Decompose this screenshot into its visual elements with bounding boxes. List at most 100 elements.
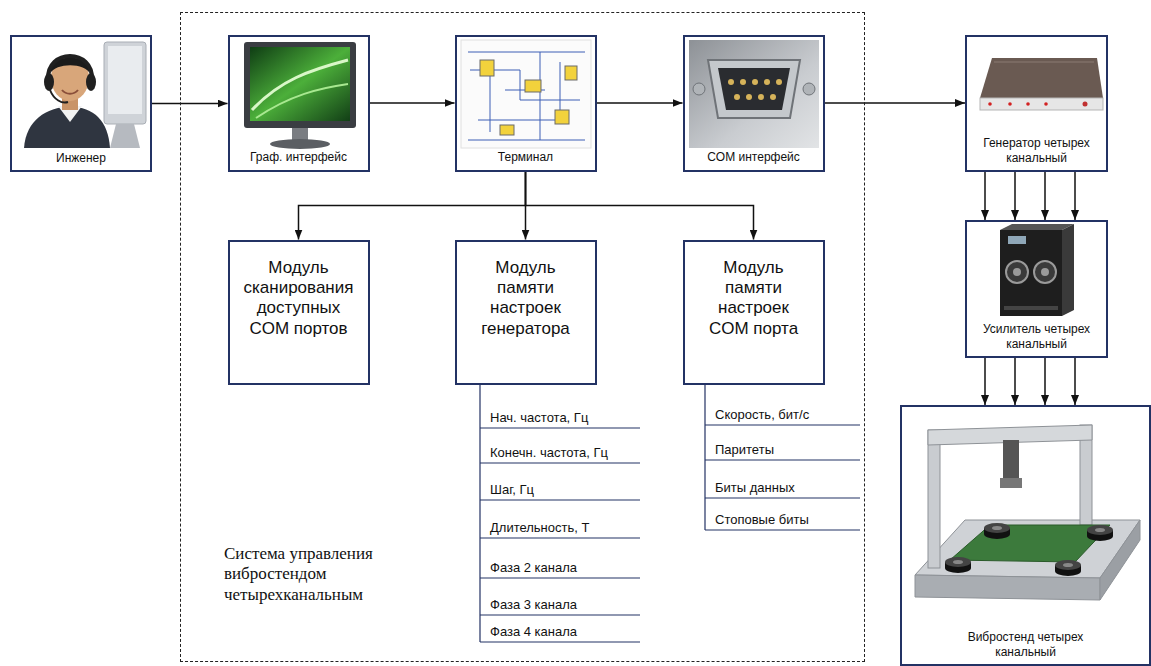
node-label: Модуль памяти настроек генератора bbox=[469, 258, 583, 340]
setting-item: Стоповые биты bbox=[715, 512, 809, 527]
connector-pin bbox=[764, 79, 770, 85]
amplifier-fan bbox=[1006, 261, 1028, 283]
setting-name: Шаг, Гц bbox=[490, 482, 534, 497]
generator-edge bbox=[994, 62, 1094, 63]
com-connector-picture bbox=[689, 40, 819, 148]
setting-item: Фаза 4 канала bbox=[490, 624, 577, 639]
setting-name: Фаза 3 канала bbox=[490, 597, 577, 612]
amplifier-fan bbox=[1034, 261, 1056, 283]
engineer-body bbox=[24, 106, 110, 148]
node-label: Модуль памяти настроек COM порта bbox=[697, 258, 811, 340]
setting-name: Нач. частота, Гц bbox=[490, 410, 588, 425]
setting-name: Скорость, бит/с bbox=[715, 407, 809, 422]
module-box: Модуль памяти настроек генератора bbox=[455, 240, 597, 385]
region-title: Система управления вибростендом четырехк… bbox=[224, 544, 399, 605]
schematic-wires bbox=[468, 52, 585, 140]
amplifier-picture bbox=[1000, 224, 1074, 316]
spindle-head bbox=[1000, 478, 1022, 488]
generator-led bbox=[1026, 102, 1030, 106]
node-label: Инженер bbox=[56, 151, 106, 165]
monitor-screen bbox=[250, 47, 350, 121]
monitor-neck bbox=[292, 128, 308, 140]
generator-picture bbox=[980, 58, 1103, 110]
arrow-connector bbox=[1074, 358, 1076, 405]
schematic-block bbox=[525, 80, 541, 92]
connector-pin bbox=[728, 79, 734, 85]
arrow-connector bbox=[152, 103, 228, 105]
setting-item: Нач. частота, Гц bbox=[490, 410, 588, 425]
amplifier-front bbox=[1000, 230, 1062, 316]
monitor-frame bbox=[244, 42, 356, 128]
engineer-photo bbox=[14, 39, 148, 149]
amplifier-vent bbox=[1004, 306, 1058, 310]
monitor-panel bbox=[108, 46, 142, 114]
arrow-connector bbox=[370, 102, 455, 104]
monitor-base bbox=[270, 139, 330, 149]
headphone-band bbox=[48, 56, 92, 80]
arrow-connector bbox=[526, 172, 754, 240]
monitor-stand bbox=[110, 124, 140, 148]
gantry-post bbox=[928, 430, 940, 568]
module-box: Модуль сканирования доступных COM портов bbox=[228, 240, 370, 385]
interface-box: Граф. интерфейс bbox=[228, 35, 370, 172]
setting-item: Биты данных bbox=[715, 480, 795, 495]
settings-list-lines bbox=[480, 385, 860, 642]
screen-swoosh bbox=[256, 84, 348, 118]
arrow-connector bbox=[597, 102, 683, 104]
headphone-cup bbox=[86, 73, 96, 91]
schematic-block bbox=[480, 60, 494, 76]
setting-item: Скорость, бит/с bbox=[715, 407, 809, 422]
screen-swoosh bbox=[252, 60, 348, 110]
node-label: Усилитель четырех канальный bbox=[972, 322, 1102, 351]
node-label: Модуль сканирования доступных COM портов bbox=[242, 258, 356, 340]
spindle bbox=[1003, 440, 1019, 480]
arrow-connector bbox=[984, 172, 986, 220]
connector-shell bbox=[708, 60, 800, 118]
setting-name: Биты данных bbox=[715, 480, 795, 495]
schematic-block bbox=[500, 125, 514, 135]
generator-settings-tree bbox=[480, 385, 640, 642]
setting-item: Паритеты bbox=[715, 442, 774, 457]
arrow-connector bbox=[1014, 358, 1016, 405]
connector-pin bbox=[752, 79, 758, 85]
connector-socket bbox=[718, 68, 790, 110]
node-label: Генератор четырех канальный bbox=[972, 136, 1102, 165]
generator-front bbox=[980, 98, 1103, 110]
connector-pin bbox=[776, 79, 782, 85]
setting-item: Фаза 3 канала bbox=[490, 597, 577, 612]
generator-led bbox=[1008, 102, 1012, 106]
amplifier-side bbox=[1062, 224, 1074, 316]
port-box: COM интерфейс bbox=[683, 35, 825, 172]
module-box: Модуль памяти настроек COM порта bbox=[683, 240, 825, 385]
fan-hub bbox=[1041, 268, 1049, 276]
arrow-connector bbox=[825, 102, 966, 104]
device-box: Усилитель четырех канальный bbox=[965, 220, 1108, 358]
setting-item: Фаза 2 канала bbox=[490, 560, 577, 575]
connector-pin bbox=[734, 94, 740, 100]
engineer-smile bbox=[62, 90, 78, 94]
monitor-picture bbox=[244, 42, 356, 149]
headphone-cup bbox=[44, 73, 54, 91]
monitor-back bbox=[104, 42, 146, 124]
node-label: COM интерфейс bbox=[707, 150, 800, 164]
schematic-block bbox=[555, 110, 569, 124]
fan-hub bbox=[1013, 268, 1021, 276]
device-box: Генератор четырех канальный bbox=[965, 35, 1108, 172]
generator-top bbox=[980, 58, 1103, 98]
photo-ground bbox=[14, 39, 148, 149]
connectors bbox=[152, 103, 1075, 405]
setting-name: Паритеты bbox=[715, 442, 774, 457]
node-label: Граф. интерфейс bbox=[250, 150, 347, 164]
setting-name: Стоповые биты bbox=[715, 512, 809, 527]
generator-led bbox=[1044, 102, 1048, 106]
connector-pin bbox=[740, 79, 746, 85]
arrow-connector bbox=[1074, 172, 1076, 220]
schematic-picture bbox=[461, 40, 591, 148]
device-box: Вибростенд четырех канальный bbox=[900, 405, 1151, 666]
connector-pin bbox=[758, 94, 764, 100]
test-board bbox=[950, 525, 1110, 562]
generator-led bbox=[988, 102, 992, 106]
connector-pin bbox=[746, 94, 752, 100]
arrow-connector bbox=[984, 358, 986, 405]
